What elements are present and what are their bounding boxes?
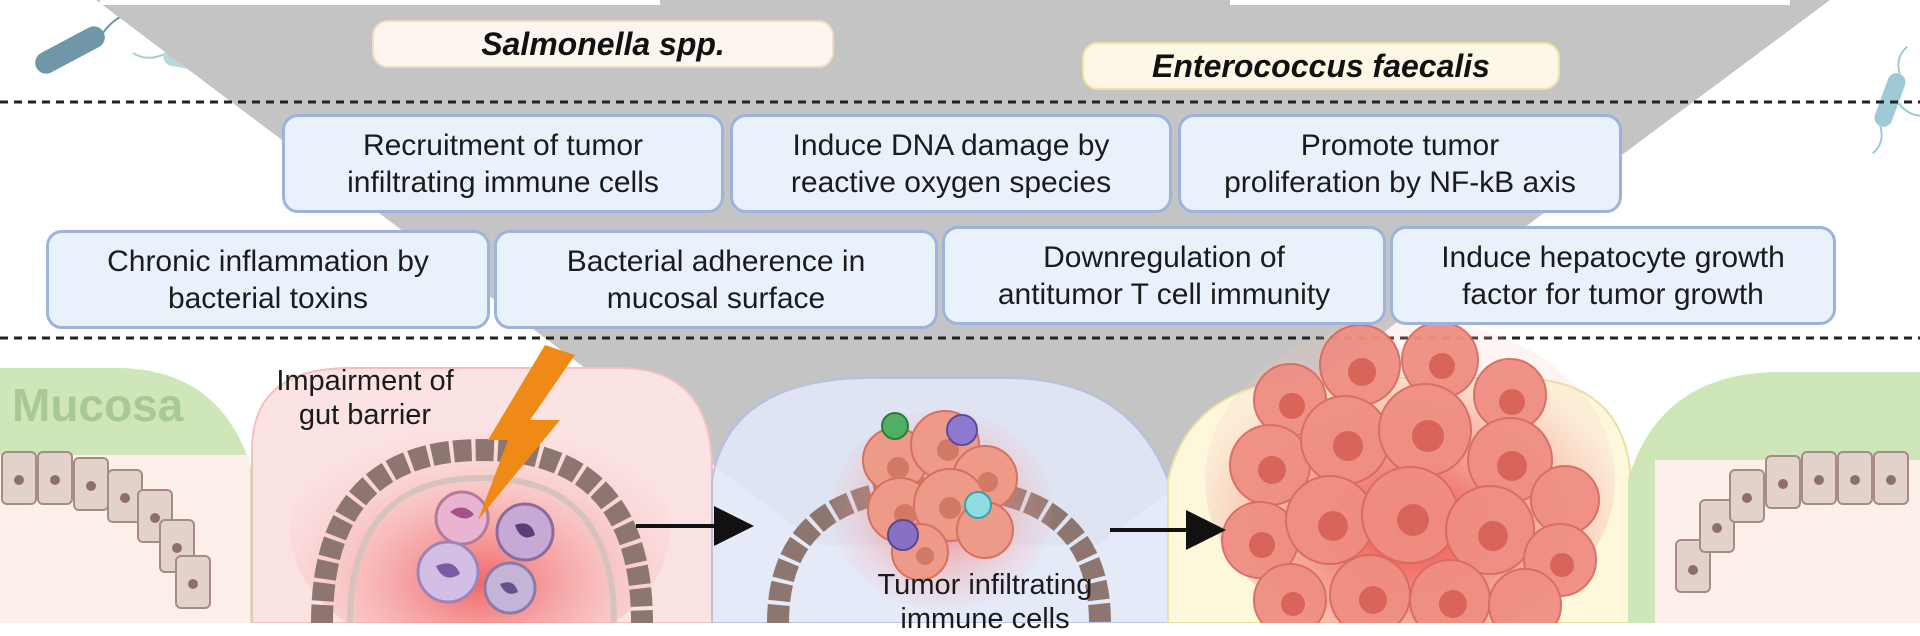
species-label-enterococcus: Enterococcus faecalis [1082,42,1560,90]
mechanism-text: Promote tumor [1300,128,1500,162]
immune-cell-icon [495,502,555,562]
mechanism-text: mucosal surface [606,281,826,315]
mechanism-text: infiltrating immune cells [347,165,659,199]
immune-cell-icon [483,561,537,615]
mechanism-text: Induce DNA damage by [792,128,1110,162]
mechanism-text: Bacterial adherence in [566,244,866,278]
mucosa-left [0,368,252,623]
immune-cell-icon [881,412,992,551]
inflamed-villus [251,345,713,623]
mechanism-text: Recruitment of tumor [362,128,644,162]
tumor-villus [1167,320,1631,623]
species-label-salmonella: Salmonella spp. [372,20,834,68]
impairment-label: Impairment of gut barrier [245,364,485,432]
impairment-text: gut barrier [298,399,432,431]
mechanism-text: Downregulation of [1043,240,1285,274]
immune-cell-icon [416,540,480,604]
mucosa-label: Mucosa [12,379,184,431]
impairment-text: Impairment of [276,365,454,397]
immune-cell-icon [434,490,490,546]
til-label: Tumor infiltrating immune cells [840,568,1130,636]
til-text: immune cells [900,603,1070,635]
mucosa-right [1628,372,1920,623]
mechanism-text: bacterial toxins [167,281,369,315]
mechanism-text: proliferation by NF-kB axis [1224,165,1576,199]
mechanism-text: antitumor T cell immunity [997,277,1331,311]
mechanism-text: Induce hepatocyte growth [1441,240,1785,274]
early-tumor-villus [711,376,1169,623]
mechanism-text: reactive oxygen species [790,165,1112,199]
mechanism-text: factor for tumor growth [1462,277,1764,311]
mechanism-text: Chronic inflammation by [107,244,429,278]
til-text: Tumor infiltrating [877,569,1093,601]
lightning-bolt-icon [478,345,575,520]
bacterium-icon [1872,45,1920,155]
